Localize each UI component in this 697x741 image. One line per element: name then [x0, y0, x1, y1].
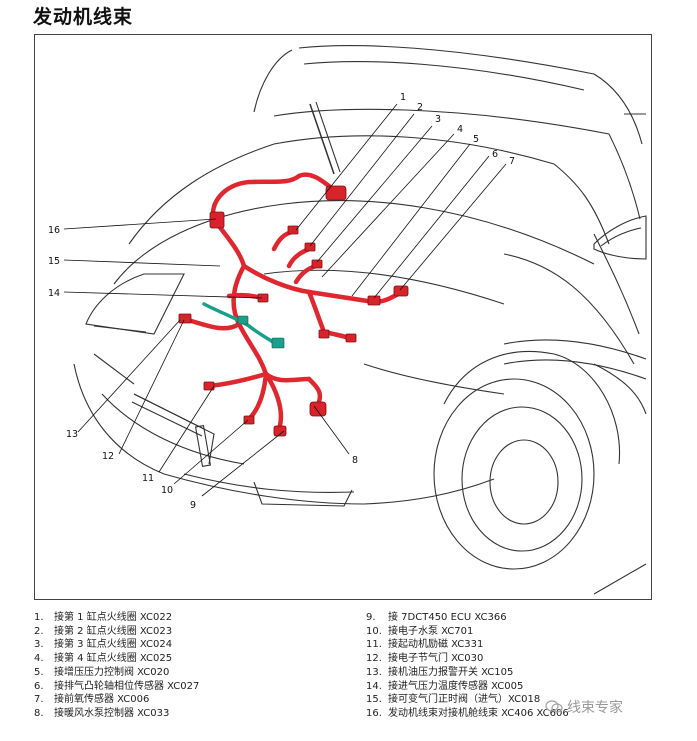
- legend-item: 9.接 7DCT450 ECU XC366: [366, 612, 507, 623]
- callout-15: 15: [48, 256, 60, 267]
- legend-item: 14.接进气压力温度传感器 XC005: [366, 680, 524, 692]
- callout-16: 16: [48, 225, 60, 236]
- watermark: 线束专家: [545, 697, 623, 717]
- car-body-outline: [73, 45, 647, 595]
- connector-16: [209, 211, 225, 229]
- legend-item: 7.接前氧传感器 XC006: [34, 694, 150, 706]
- callout-12: 12: [102, 451, 114, 462]
- legend-item: 4.接第 4 缸点火线圈 XC025: [34, 653, 173, 665]
- legend-item: 1.接第 1 缸点火线圈 XC022: [34, 612, 173, 623]
- legend-item: 3.接第 3 缸点火线圈 XC024: [34, 639, 173, 651]
- legend-item: 12.接电子节气门 XC030: [366, 653, 484, 665]
- chat-bubble-icon: [545, 700, 563, 713]
- callout-numbers: 1 2 3 4 5 6 7 8 9 10 11 12 13 14 15 16: [48, 92, 515, 511]
- page-title: 发动机线束: [33, 6, 134, 28]
- callout-5: 5: [473, 134, 479, 145]
- callout-4: 4: [457, 124, 463, 135]
- callout-9: 9: [190, 500, 196, 511]
- callout-13: 13: [66, 429, 78, 440]
- figure-frame: [34, 34, 652, 600]
- callout-3: 3: [435, 114, 441, 125]
- legend-item: 10.接电子水泵 XC701: [366, 625, 474, 637]
- callout-6: 6: [492, 149, 498, 160]
- harness-connectors: [178, 185, 409, 437]
- connector-top-right: [325, 185, 347, 201]
- legend-item: 5.接增压压力控制阀 XC020: [34, 666, 170, 678]
- connector-ecu: [309, 401, 327, 417]
- callout-1: 1: [400, 92, 406, 103]
- legend-item: 15.接可变气门正时阀（进气）XC018: [366, 694, 541, 706]
- callout-2: 2: [417, 102, 423, 113]
- legend-right-column: 9.接 7DCT450 ECU XC366 10.接电子水泵 XC701 11.…: [366, 611, 686, 721]
- legend-item: 11.接起动机励磁 XC331: [366, 639, 484, 651]
- legend-item: 8.接暖风水泵控制器 XC033: [34, 707, 170, 719]
- callout-10: 10: [161, 485, 173, 496]
- legend-item: 6.接排气凸轮轴相位传感器 XC027: [34, 680, 200, 692]
- watermark-text: 线束专家: [567, 700, 623, 716]
- legend-left-column: 1.接第 1 缸点火线圈 XC022 2.接第 2 缸点火线圈 XC023 3.…: [34, 611, 354, 721]
- callout-leaders: [63, 103, 507, 497]
- legend-item: 16.发动机线束对接机舱线束 XC406 XC606: [366, 707, 569, 719]
- callout-11: 11: [142, 473, 154, 484]
- callout-7: 7: [509, 156, 515, 167]
- legend-item: 13.接机油压力报警开关 XC105: [366, 666, 514, 678]
- engine-harness-diagram: 1 2 3 4 5 6 7 8 9 10 11 12 13 14 15 16: [48, 45, 647, 595]
- legend-item: 2.接第 2 缸点火线圈 XC023: [34, 625, 173, 637]
- callout-14: 14: [48, 288, 60, 299]
- callout-8: 8: [352, 455, 358, 466]
